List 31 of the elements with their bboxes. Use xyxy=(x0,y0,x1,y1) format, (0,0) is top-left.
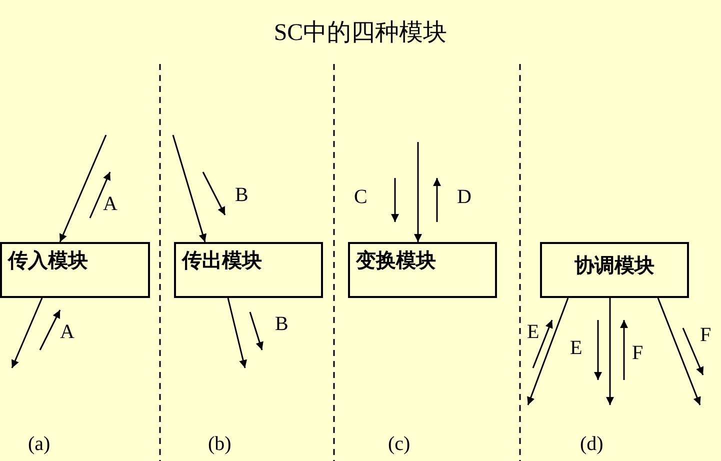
signal-label: B xyxy=(235,185,248,205)
panel-label: (b) xyxy=(208,434,232,454)
module-box xyxy=(348,242,497,298)
module-name: 传出模块 xyxy=(182,247,262,274)
module-name: 变换模块 xyxy=(356,247,436,274)
arrow xyxy=(606,298,614,405)
signal-label: E xyxy=(527,322,540,342)
module-name: 协调模块 xyxy=(574,252,654,279)
arrow xyxy=(657,298,701,406)
panel-label: (d) xyxy=(580,434,604,454)
signal-label: A xyxy=(103,194,118,214)
diagram-title: SC中的四种模块 xyxy=(272,19,448,48)
signal-label: C xyxy=(354,187,368,207)
signal-label: F xyxy=(700,325,712,345)
module-box xyxy=(540,242,689,298)
signal-label: B xyxy=(275,314,288,334)
module-box xyxy=(174,242,323,298)
arrow xyxy=(59,134,107,242)
signal-label: D xyxy=(457,187,472,207)
arrow xyxy=(172,134,207,242)
signal-label: F xyxy=(632,343,644,363)
module-box xyxy=(0,242,150,298)
module-name: 传入模块 xyxy=(8,247,88,274)
panel-label: (a) xyxy=(28,434,50,454)
arrow xyxy=(414,142,422,242)
arrow xyxy=(11,298,43,368)
arrow xyxy=(527,298,569,406)
panel-label: (c) xyxy=(388,434,410,454)
signal-label: E xyxy=(570,338,582,358)
arrow xyxy=(227,298,247,368)
signal-label: A xyxy=(60,322,74,342)
